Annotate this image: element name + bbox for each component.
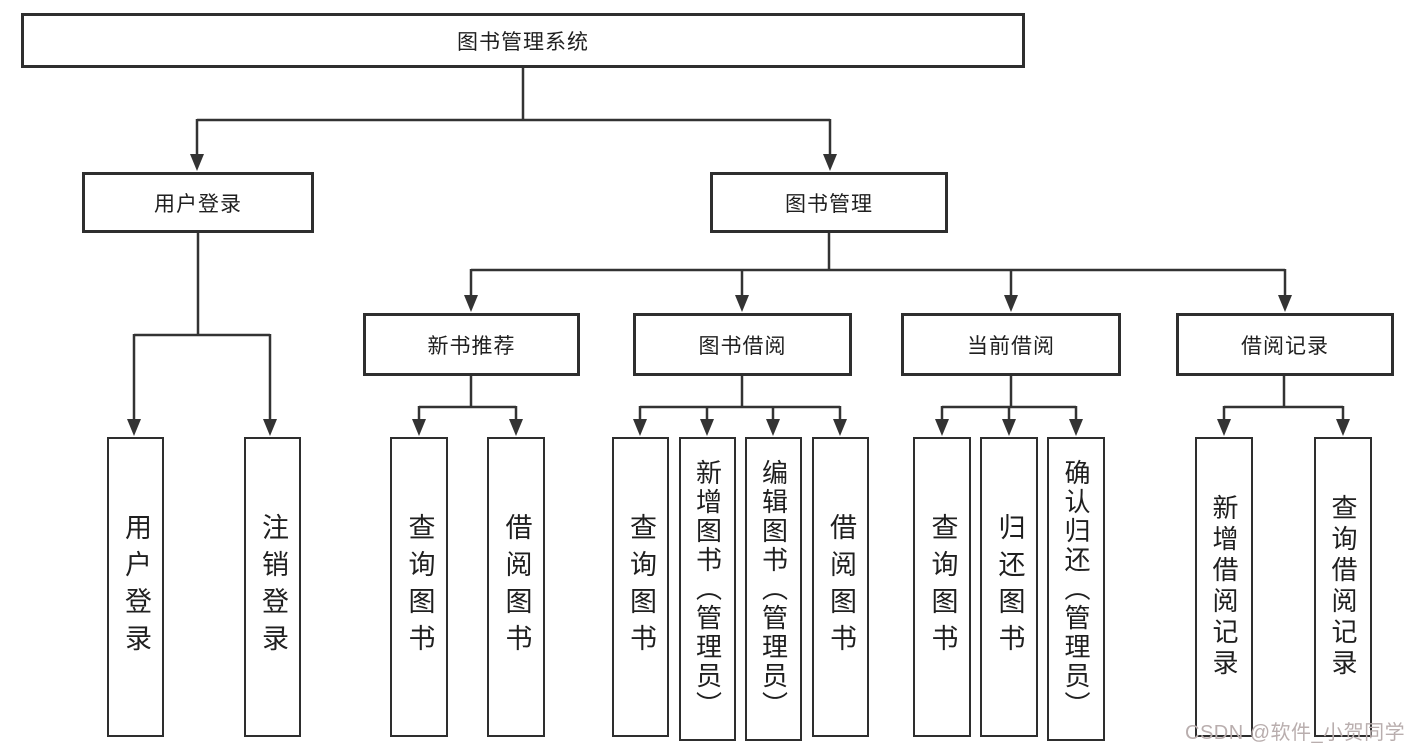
node-book-borrowing: 图书借阅 — [633, 313, 852, 376]
leaf-logout: 注销登录 — [244, 437, 301, 737]
leaf-borrow-books: 借阅图书 — [487, 437, 545, 737]
arrowheads — [127, 154, 1350, 436]
leaf-user-login: 用户登录 — [107, 437, 164, 737]
node-new-book-recommend: 新书推荐 — [363, 313, 580, 376]
leaf-confirm-return-admin: 确认归还（管理员） — [1047, 437, 1105, 741]
csdn-watermark: CSDN @软件_小贺同学 — [1185, 722, 1405, 744]
leaf-add-books-admin: 新增图书（管理员） — [679, 437, 736, 741]
leaf-borrow-books: 借阅图书 — [812, 437, 869, 737]
node-root-library-system: 图书管理系统 — [21, 13, 1025, 68]
node-book-management: 图书管理 — [710, 172, 948, 233]
leaf-edit-books-admin: 编辑图书（管理员） — [745, 437, 802, 741]
node-current-borrowing: 当前借阅 — [901, 313, 1121, 376]
node-user-login: 用户登录 — [82, 172, 314, 233]
leaf-add-borrow-record: 新增借阅记录 — [1195, 437, 1253, 737]
leaf-return-books: 归还图书 — [980, 437, 1038, 737]
leaf-query-books: 查询图书 — [390, 437, 448, 737]
leaf-query-borrow-record: 查询借阅记录 — [1314, 437, 1372, 737]
leaf-query-books: 查询图书 — [612, 437, 669, 737]
node-borrowing-records: 借阅记录 — [1176, 313, 1394, 376]
leaf-query-books: 查询图书 — [913, 437, 971, 737]
